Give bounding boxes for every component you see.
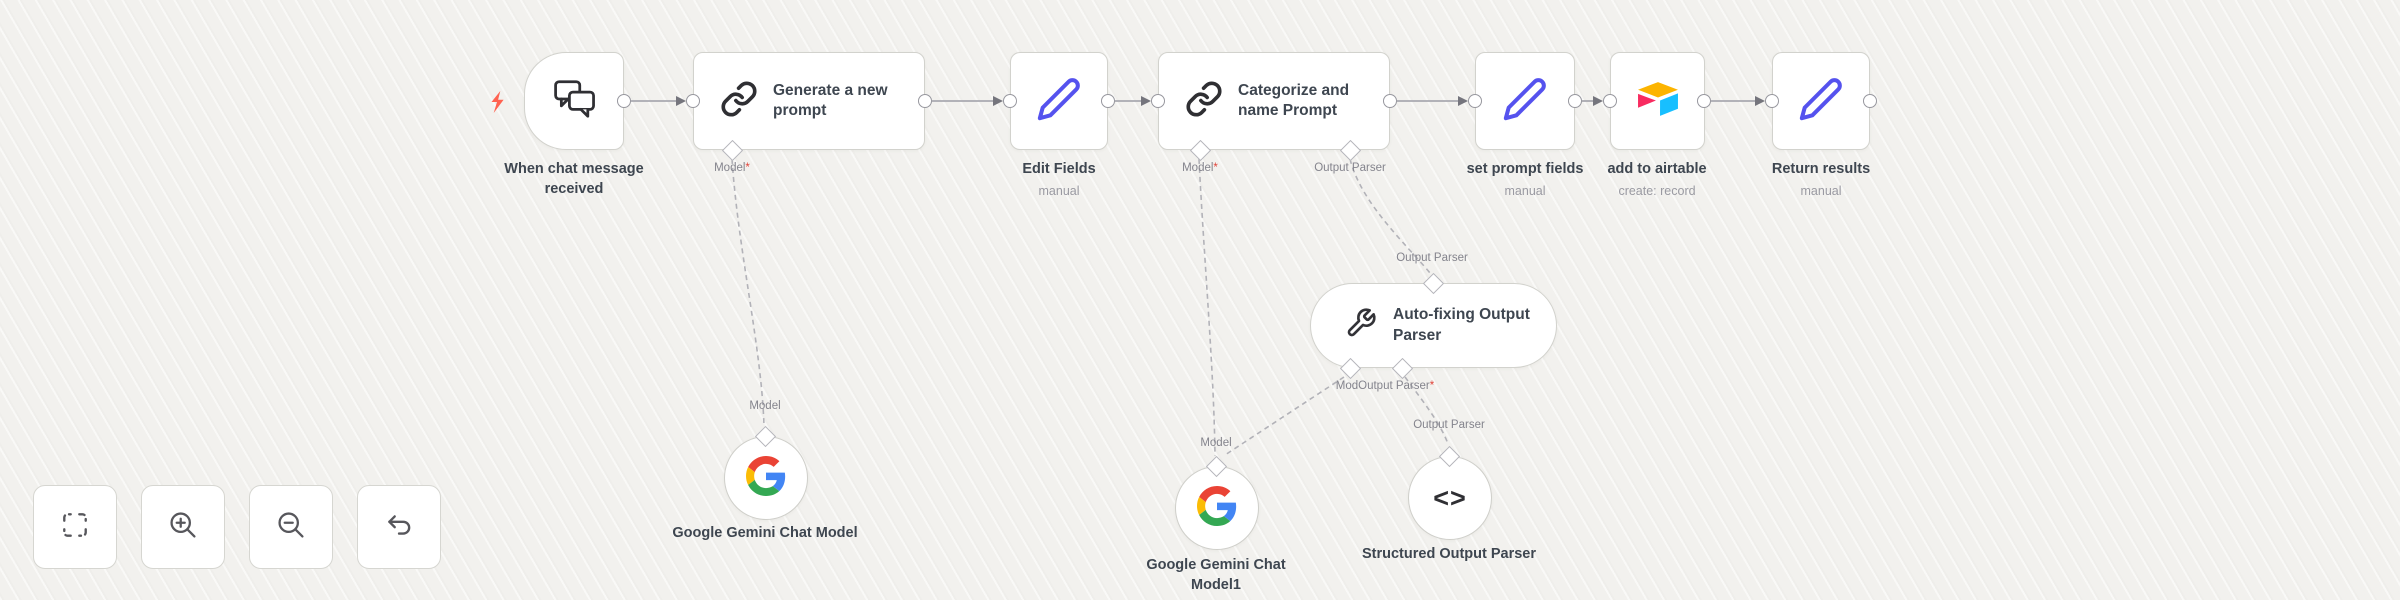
output-port[interactable] bbox=[1863, 94, 1877, 108]
node-label: Google Gemini Chat Model bbox=[672, 525, 858, 541]
zoom-out-icon bbox=[275, 509, 307, 546]
node-when-chat-message-received[interactable] bbox=[524, 52, 624, 150]
zoom-in-button[interactable] bbox=[141, 485, 225, 569]
google-g-icon bbox=[746, 455, 786, 501]
pen-icon bbox=[1502, 76, 1548, 127]
port-label-output-parser: Output Parser bbox=[1396, 252, 1468, 264]
node-label: Return results bbox=[1771, 161, 1871, 177]
input-port[interactable] bbox=[1468, 94, 1482, 108]
node-return-results[interactable] bbox=[1772, 52, 1870, 150]
node-categorize-and-name-prompt[interactable]: Categorize and name Prompt bbox=[1158, 52, 1390, 150]
node-subtitle: manual bbox=[1800, 184, 1842, 198]
input-port[interactable] bbox=[686, 94, 700, 108]
output-port[interactable] bbox=[617, 94, 631, 108]
node-edit-fields[interactable] bbox=[1010, 52, 1108, 150]
node-label: set prompt fields bbox=[1466, 161, 1584, 177]
pen-icon bbox=[1036, 76, 1082, 127]
chat-bubbles-icon bbox=[551, 78, 597, 125]
node-auto-fixing-output-parser[interactable]: Auto-fixing Output Parser bbox=[1310, 283, 1557, 368]
connection-arrow-icon bbox=[1458, 95, 1468, 106]
node-subtitle: create: record bbox=[1618, 184, 1696, 198]
node-title: Generate a new prompt bbox=[773, 81, 888, 119]
google-g-icon bbox=[1197, 485, 1237, 531]
port-label-output-parser: Output Parser bbox=[1314, 162, 1386, 174]
output-port[interactable] bbox=[918, 94, 932, 108]
port-label-model: Model bbox=[1200, 437, 1232, 449]
node-label: Edit Fields bbox=[1022, 161, 1096, 177]
undo-button[interactable] bbox=[357, 485, 441, 569]
pen-icon bbox=[1798, 76, 1844, 127]
undo-icon bbox=[384, 510, 414, 545]
wrench-icon bbox=[1345, 307, 1377, 344]
input-port[interactable] bbox=[1603, 94, 1617, 108]
node-subtitle: manual bbox=[1038, 184, 1080, 198]
input-port[interactable] bbox=[1765, 94, 1779, 108]
connection-arrow-icon bbox=[1755, 95, 1765, 106]
node-label: Google Gemini Chat Model1 bbox=[1146, 557, 1286, 593]
fit-view-icon bbox=[60, 510, 90, 545]
port-label-output-parser: Output Parser bbox=[1413, 419, 1485, 431]
connection-arrow-icon bbox=[1141, 95, 1151, 106]
input-port[interactable] bbox=[1003, 94, 1017, 108]
port-label-model: Model* bbox=[1182, 162, 1218, 174]
chain-link-icon bbox=[720, 80, 758, 123]
node-generate-a-new-prompt[interactable]: Generate a new prompt bbox=[693, 52, 925, 150]
node-add-to-airtable[interactable] bbox=[1610, 52, 1705, 150]
zoom-in-icon bbox=[167, 509, 199, 546]
node-google-gemini-chat-model[interactable] bbox=[724, 436, 808, 520]
chain-link-icon bbox=[1185, 80, 1223, 123]
fit-view-button[interactable] bbox=[33, 485, 117, 569]
input-port[interactable] bbox=[1151, 94, 1165, 108]
connection-arrow-icon bbox=[676, 95, 686, 106]
port-label-model: Model* bbox=[714, 162, 750, 174]
trigger-bolt-icon bbox=[488, 91, 506, 118]
node-label: add to airtable bbox=[1607, 161, 1707, 177]
node-subtitle: manual bbox=[1504, 184, 1546, 198]
node-title: Auto-fixing Output Parser bbox=[1393, 306, 1530, 344]
node-google-gemini-chat-model1[interactable] bbox=[1175, 466, 1259, 550]
node-set-prompt-fields[interactable] bbox=[1475, 52, 1575, 150]
node-label: When chat message received bbox=[504, 161, 644, 197]
output-port[interactable] bbox=[1101, 94, 1115, 108]
code-brackets-icon: <> bbox=[1433, 482, 1467, 513]
output-port[interactable] bbox=[1383, 94, 1397, 108]
output-port[interactable] bbox=[1568, 94, 1582, 108]
connection-arrow-icon bbox=[993, 95, 1003, 106]
node-title: Categorize and name Prompt bbox=[1238, 81, 1350, 119]
node-structured-output-parser[interactable]: <> bbox=[1408, 456, 1492, 540]
airtable-icon bbox=[1632, 77, 1684, 126]
port-label-model-output-parser: ModOutput Parser* bbox=[1335, 380, 1435, 392]
required-marker: * bbox=[1213, 162, 1218, 174]
required-marker: * bbox=[1429, 380, 1435, 392]
canvas-controls bbox=[33, 485, 441, 569]
node-label: Structured Output Parser bbox=[1361, 546, 1537, 562]
output-port[interactable] bbox=[1697, 94, 1711, 108]
connection-arrow-icon bbox=[1593, 95, 1603, 106]
required-marker: * bbox=[745, 162, 750, 174]
zoom-out-button[interactable] bbox=[249, 485, 333, 569]
port-label-model: Model bbox=[749, 400, 781, 412]
